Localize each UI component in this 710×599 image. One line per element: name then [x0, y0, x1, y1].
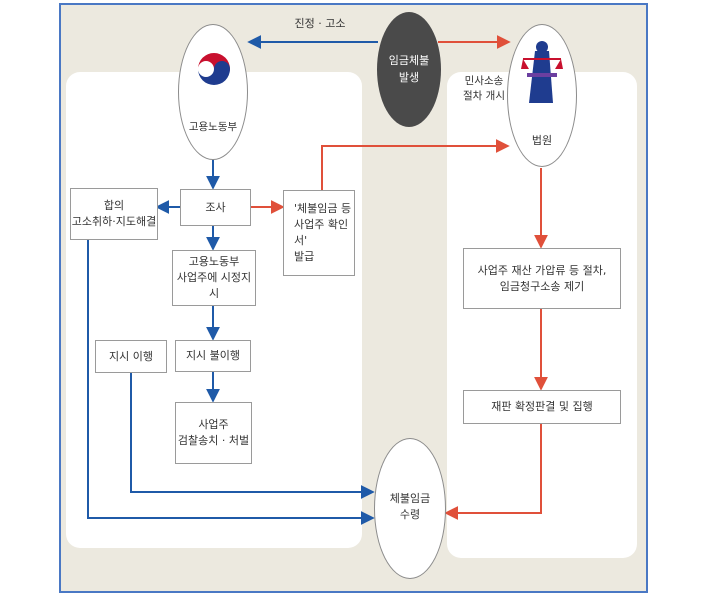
- justice-statue-icon: [521, 41, 563, 103]
- court-name: 법원: [531, 134, 553, 147]
- asset-seizure-box: 사업주 재산 가압류 등 절차, 임금청구소송 제기: [463, 248, 621, 309]
- ministry-node: 고용노동부: [178, 24, 248, 160]
- complaint-label: 진정 · 고소: [294, 17, 346, 30]
- correction-order-box: 고용노동부 사업주에 시정지시: [172, 250, 256, 306]
- wage-received-node: 체불임금 수령: [374, 438, 446, 579]
- order-complied-box: 지시 이행: [95, 340, 167, 373]
- civil-litigation-label: 민사소송 절차 개시: [463, 75, 505, 103]
- wage-received-label: 체불임금 수령: [389, 492, 431, 521]
- prosecution-box: 사업주 검찰송치 · 처벌: [175, 402, 252, 464]
- ministry-name: 고용노동부: [188, 121, 238, 133]
- wage-arrears-incident-node: 임금체불 발생: [377, 12, 441, 127]
- taegeuk-logo-icon: [198, 53, 230, 85]
- arrow-settlement-to-result: [87, 240, 375, 525]
- certificate-box: '체불임금 등 사업주 확인서' 발급: [283, 190, 355, 276]
- settlement-box: 합의 고소취하·지도해결: [70, 188, 158, 240]
- arrow-judgment-to-result: [444, 424, 542, 520]
- final-judgment-box: 재판 확정판결 및 집행: [463, 390, 621, 424]
- court-node: 법원: [507, 24, 577, 167]
- investigation-box: 조사: [180, 189, 251, 226]
- arrow-certificate-to-court: [321, 139, 510, 190]
- order-not-complied-box: 지시 불이행: [175, 340, 251, 372]
- arrow-complied-to-result: [130, 373, 375, 499]
